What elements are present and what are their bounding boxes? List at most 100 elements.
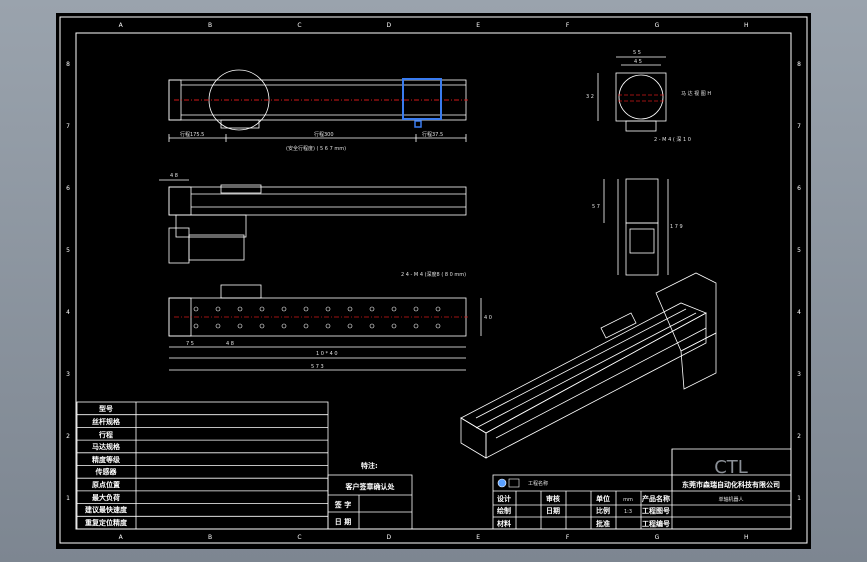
- isometric-view: [460, 272, 717, 459]
- grid-col-label: F: [566, 534, 570, 541]
- mounting-hole: [325, 306, 331, 312]
- mounting-hole: [391, 306, 397, 312]
- inner-border: [75, 32, 792, 530]
- signoff-sign-label: 签 字: [334, 500, 351, 509]
- signoff-title: 客户签章确认处: [345, 482, 396, 491]
- grid-row-label: 4: [797, 309, 801, 316]
- grid-col-label: E: [476, 534, 480, 541]
- grid-row-label: 3: [797, 371, 801, 378]
- outer-border: [59, 16, 808, 544]
- grid-col-label: E: [476, 22, 480, 29]
- grid-col-label: B: [208, 22, 212, 29]
- dim-front-side-a: 3 2: [586, 94, 594, 100]
- dim-front-hole: 2 - M 4 ( 深 1 0: [654, 136, 691, 143]
- end-view: [603, 178, 669, 276]
- mounting-hole: [237, 323, 243, 329]
- dim-front-top: 5 5: [633, 50, 641, 56]
- grid-col-label: F: [566, 22, 570, 29]
- dim-total-length: (安全行程度) ( 5 6 7 mm): [286, 145, 346, 152]
- grid-row-label: 2: [797, 433, 801, 440]
- mounting-hole: [215, 323, 221, 329]
- grid-col-label: A: [119, 534, 124, 541]
- mounting-hole: [369, 323, 375, 329]
- dim-total: 5 7 3: [311, 364, 324, 370]
- grid-col-label: A: [119, 22, 124, 29]
- dim-bottom-h: 4 0: [484, 315, 492, 321]
- param-row-3: 行程: [98, 430, 113, 439]
- grid-row-label: 5: [66, 247, 70, 254]
- scale-value: 1:3: [624, 509, 632, 515]
- mounting-hole: [325, 323, 331, 329]
- check-label: 审核: [546, 494, 560, 503]
- grid-col-label: D: [387, 22, 392, 29]
- grid-col-label: H: [744, 22, 749, 29]
- grid-col-label: C: [297, 22, 301, 29]
- mounting-hole: [303, 323, 309, 329]
- grid-row-label: 1: [66, 495, 70, 502]
- mounting-hole: [193, 306, 199, 312]
- grid-col-label: D: [387, 534, 392, 541]
- mounting-hole: [413, 323, 419, 329]
- mounting-hole: [303, 306, 309, 312]
- front-view: [597, 56, 667, 132]
- title-block: [492, 448, 792, 530]
- side-view: [159, 179, 467, 264]
- notes-label: 特注:: [361, 461, 378, 470]
- param-row-9: 建议最快速度: [85, 505, 128, 514]
- param-row-6: 传感器: [95, 467, 118, 476]
- mounting-hole: [435, 323, 441, 329]
- dim-end-h: 5 7: [592, 204, 600, 210]
- approve-label: 批准: [596, 519, 610, 528]
- grid-col-label: H: [744, 534, 749, 541]
- mounting-hole: [259, 323, 265, 329]
- grid-row-label: 6: [66, 185, 70, 192]
- material-label: 材料: [496, 519, 511, 528]
- grid-col-label: G: [655, 534, 660, 541]
- company-name: 东莞市森瑞自动化科技有限公司: [682, 480, 780, 489]
- grid-row-label: 8: [797, 61, 801, 68]
- dim-75: 7 5: [186, 341, 194, 347]
- grid-col-label: B: [208, 534, 212, 541]
- scale-label: 比例: [596, 506, 610, 515]
- projection-symbol: [497, 478, 507, 488]
- mounting-hole: [347, 306, 353, 312]
- drawing-no-label: 工程图号: [642, 506, 670, 515]
- grid-row-label: 6: [797, 185, 801, 192]
- grid-row-label: 7: [797, 123, 801, 130]
- mounting-hole: [237, 306, 243, 312]
- mounting-hole: [281, 323, 287, 329]
- product-value: 单轴机器人: [718, 496, 743, 503]
- signoff-date-label: 日 期: [335, 517, 351, 526]
- dim-end-h2: 1 7 9: [670, 224, 683, 230]
- param-row-4: 马达规格: [92, 442, 121, 451]
- dim-front-sub: 4 5: [634, 59, 642, 65]
- sensor-highlight: [414, 120, 422, 128]
- design-label: 设计: [497, 494, 511, 503]
- unit-label: 单位: [596, 494, 610, 503]
- signoff-box: [327, 474, 413, 530]
- dim-stroke-right: 行程37.5: [422, 131, 443, 138]
- dim-48: 4 8: [226, 341, 234, 347]
- mounting-hole: [369, 306, 375, 312]
- mounting-hole: [215, 306, 221, 312]
- unit-value: mm: [623, 497, 633, 503]
- mounting-hole: [347, 323, 353, 329]
- mounting-hole: [413, 306, 419, 312]
- mounting-hole: [281, 306, 287, 312]
- dim-side-h: 4 8: [170, 173, 178, 179]
- product-label: 产品名称: [642, 494, 670, 503]
- dim-stroke-left: 行程175.5: [180, 131, 204, 138]
- param-row-8: 最大负荷: [92, 493, 120, 502]
- param-row-5: 精度等级: [92, 455, 121, 464]
- param-row-2: 丝杆规格: [92, 417, 121, 426]
- grid-row-label: 8: [66, 61, 70, 68]
- dim-pitch: 1 0 * 4 0: [316, 351, 338, 357]
- bottom-view: [168, 284, 482, 371]
- dim-stroke-mid: 行程300: [314, 131, 334, 138]
- mounting-holes: [193, 306, 441, 329]
- motor-view-note: 马 达 视 图 H: [681, 90, 711, 97]
- grid-row-label: 1: [797, 495, 801, 502]
- param-row-7: 原点位置: [92, 480, 120, 489]
